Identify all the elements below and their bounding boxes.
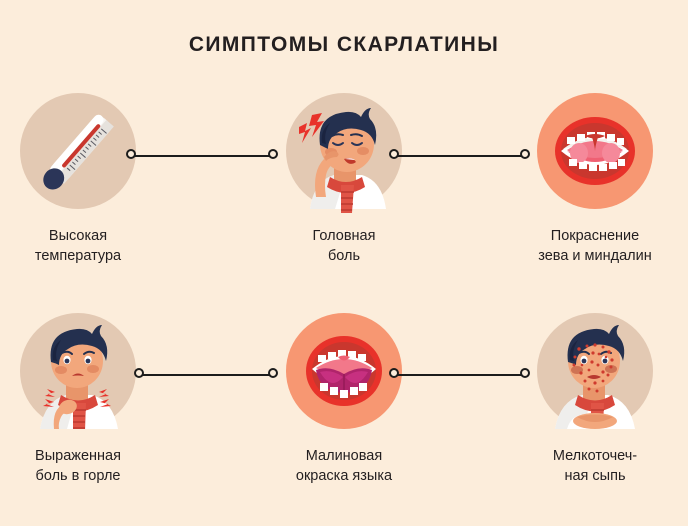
connector-line (395, 155, 524, 157)
symptom-label-5: Малиновая окраска языка (295, 448, 393, 484)
connector-2-3 (389, 149, 530, 163)
connector-line (132, 155, 272, 157)
symptom-label-2: Головная боль (312, 228, 376, 264)
symptom-item-5: Малиновая окраска языка (249, 313, 439, 486)
page-title: СИМПТОМЫ СКАРЛАТИНЫ (188, 33, 500, 56)
connector-line (395, 374, 524, 376)
symptom-circle-3 (537, 93, 653, 209)
symptom-circle-1 (20, 93, 136, 209)
symptom-item-1: Высокая температура (0, 93, 173, 266)
connector-node-end (268, 368, 278, 378)
symptom-item-2: Головная боль (249, 93, 439, 266)
connector-5-6 (389, 368, 530, 382)
symptom-circle-4 (20, 313, 136, 429)
connector-node-start (126, 149, 136, 159)
symptom-label-6: Мелкоточеч- ная сыпь (552, 448, 638, 484)
symptom-item-6: Мелкоточеч- ная сыпь (500, 313, 688, 486)
symptom-label-4: Выраженная боль в горле (35, 448, 121, 484)
symptom-circle-2 (286, 93, 402, 213)
connector-node-end (520, 368, 530, 378)
connector-4-5 (134, 368, 278, 382)
connector-node-start (389, 149, 399, 159)
connector-node-end (268, 149, 278, 159)
connector-node-start (389, 368, 399, 378)
symptom-item-3: Покраснение зева и миндалин (500, 93, 688, 266)
symptom-label-1: Высокая температура (34, 228, 122, 264)
symptom-label-3: Покраснение зева и миндалин (538, 228, 652, 264)
symptom-item-4: Выраженная боль в горле (0, 313, 173, 486)
connector-1-2 (126, 149, 278, 163)
connector-line (140, 374, 272, 376)
symptom-circle-6 (537, 313, 653, 429)
connector-node-start (134, 368, 144, 378)
symptom-circle-5 (286, 313, 402, 429)
connector-node-end (520, 149, 530, 159)
